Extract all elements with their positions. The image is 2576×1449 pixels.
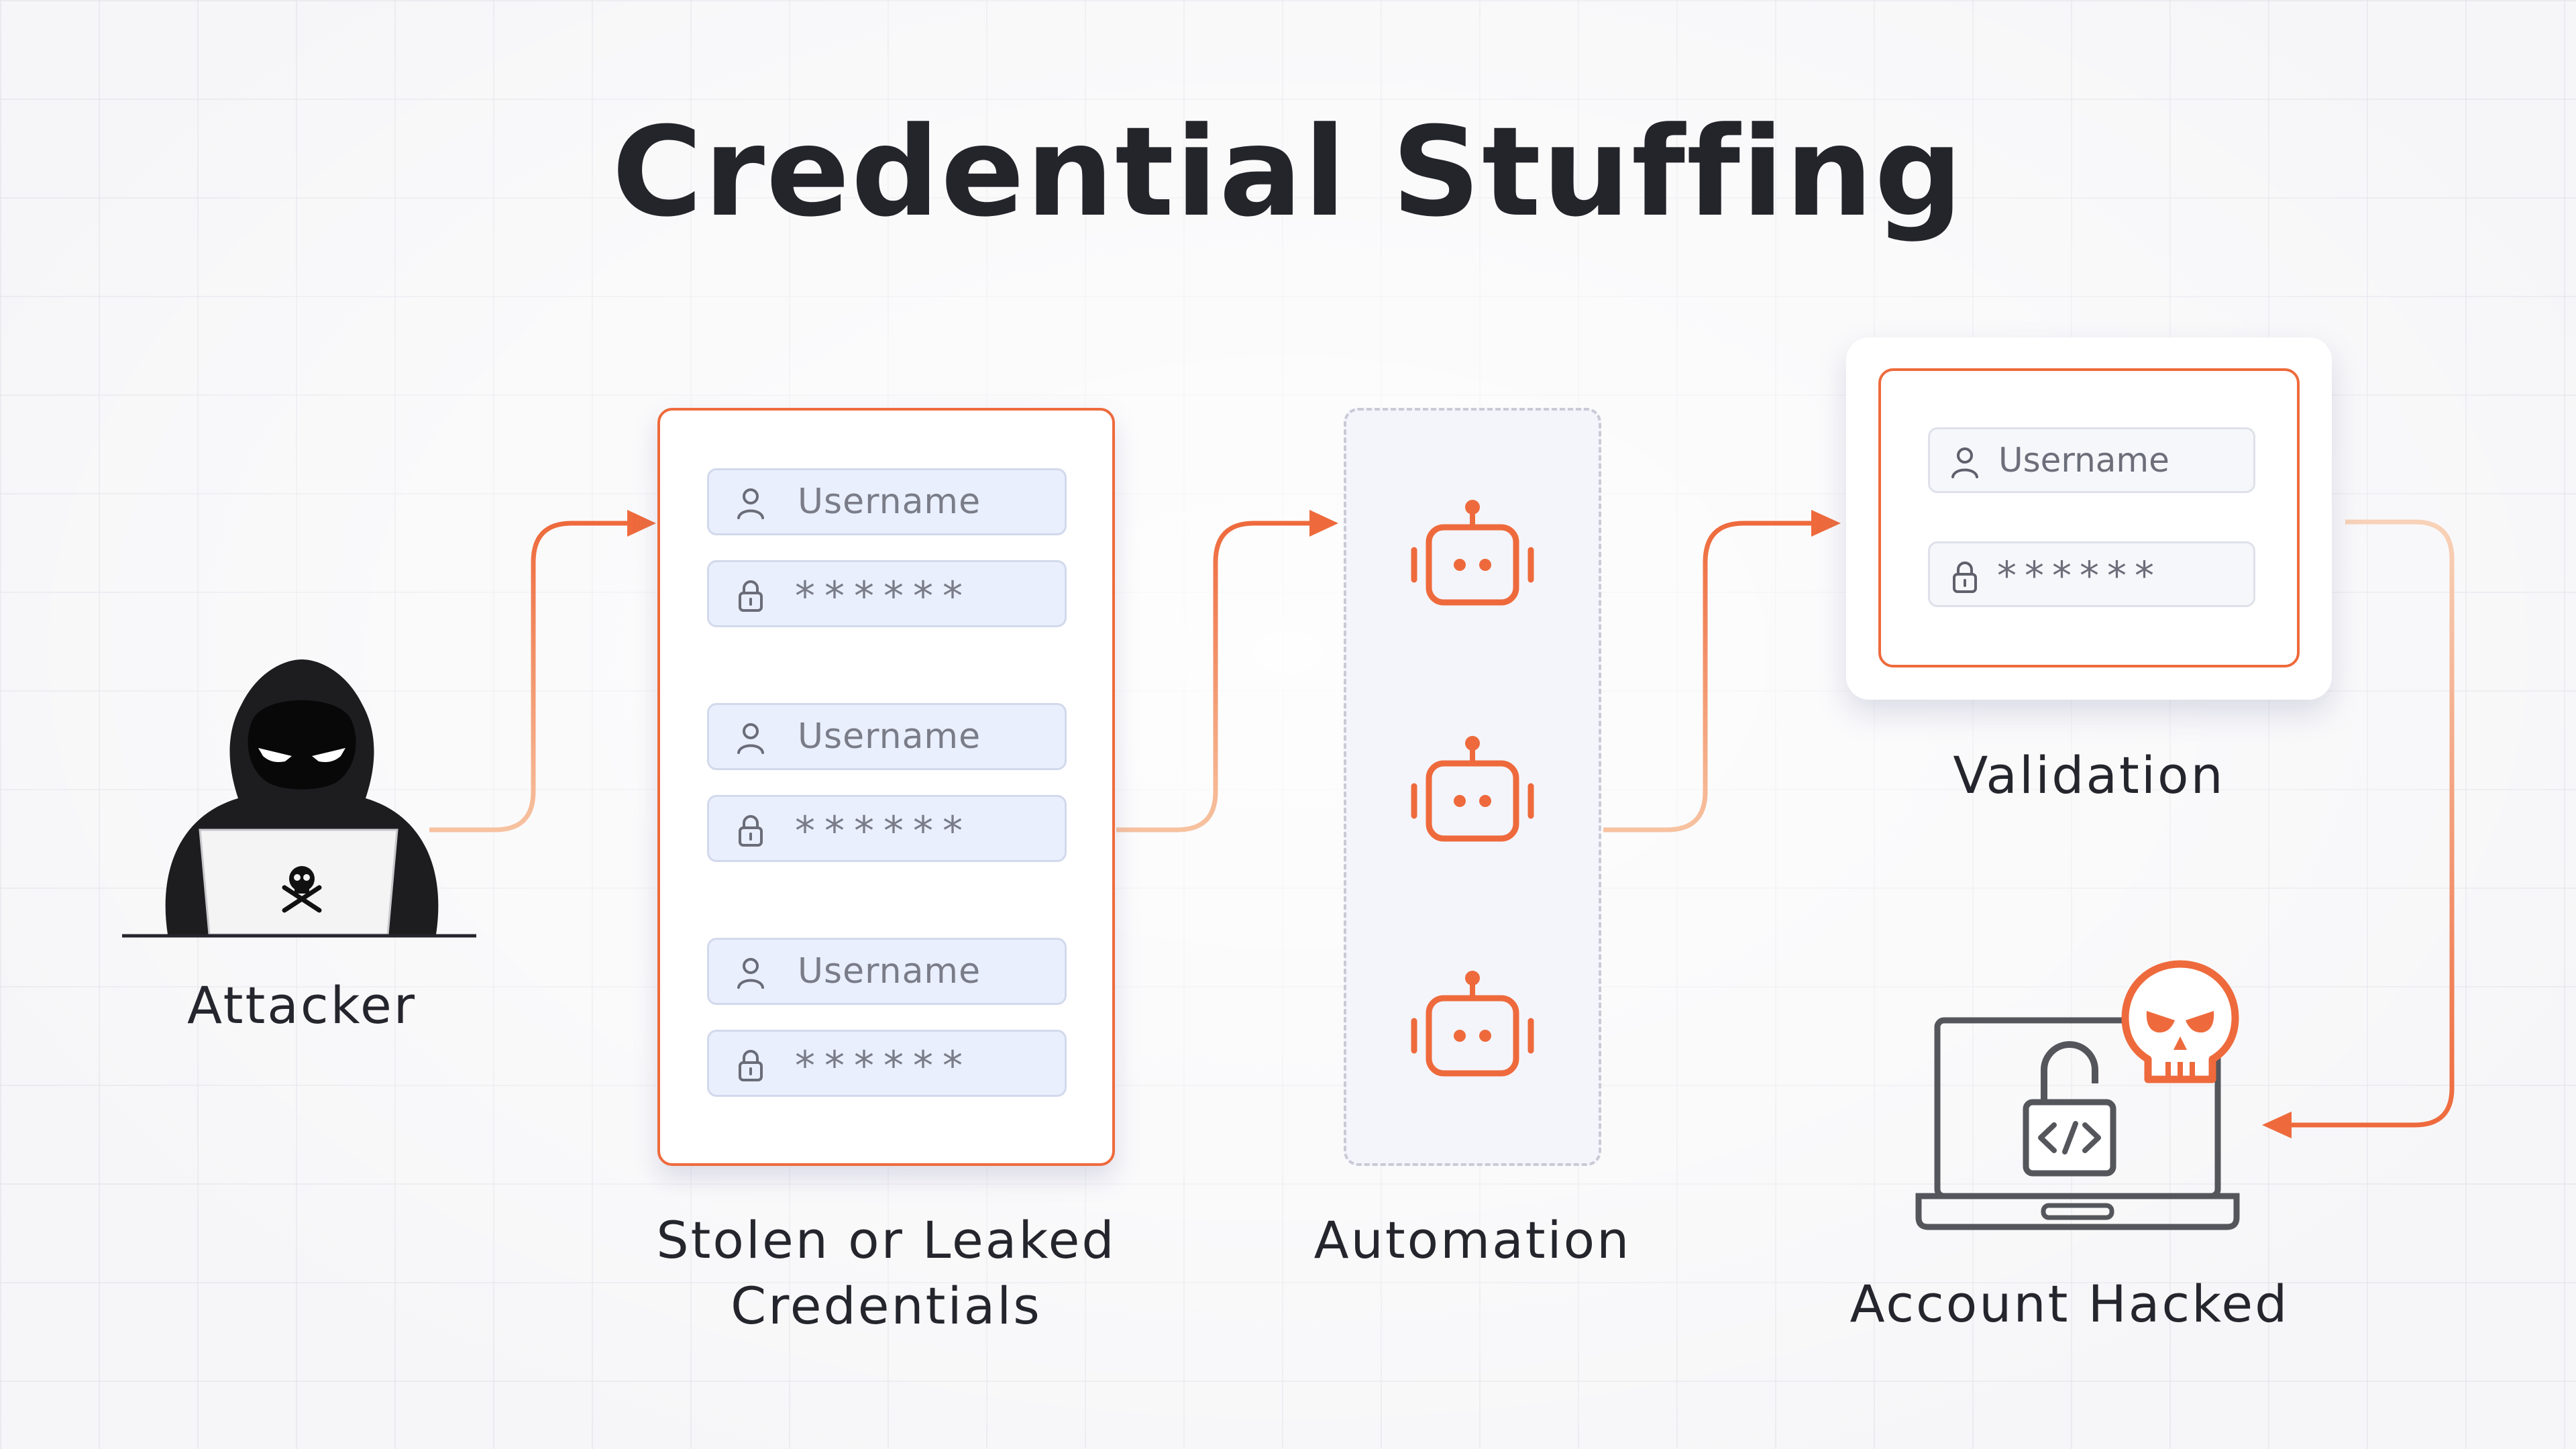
username-placeholder: Username (798, 716, 981, 757)
validation-username-field: Username (1928, 427, 2255, 493)
validation-login-form: Username ****** (1878, 368, 2300, 667)
laptop-icon (1915, 1017, 2240, 1230)
validation-username-placeholder: Username (1998, 441, 2169, 480)
user-icon (737, 488, 764, 519)
username-field: Username (707, 938, 1067, 1005)
robot-icon (1411, 500, 1534, 606)
label-stolen-credentials-line2: Credentials (731, 1276, 1042, 1336)
lock-icon (739, 580, 763, 612)
password-field: ****** (707, 560, 1067, 627)
arrow-validation-to-account-hacked (2262, 519, 2455, 1138)
validation-password-field: ****** (1928, 541, 2255, 607)
password-mask: ****** (795, 1042, 972, 1089)
password-field: ****** (707, 1030, 1067, 1097)
credentials-list-card: Username ****** Username ****** Username… (657, 408, 1115, 1166)
username-field: Username (707, 468, 1067, 535)
user-icon (1951, 447, 1978, 478)
automation-container (1344, 408, 1601, 1166)
password-mask: ****** (795, 573, 972, 620)
label-stolen-credentials: Stolen or Leaked Credentials (604, 1208, 1169, 1339)
label-stolen-credentials-line1: Stolen or Leaked (656, 1210, 1116, 1270)
arrow-automation-to-validation (1603, 510, 1841, 833)
label-automation: Automation (1313, 1210, 1631, 1270)
hooded-hacker-icon (122, 659, 476, 938)
validation-panel: Username ****** (1846, 337, 2332, 700)
arrow-attacker-to-credentials (429, 510, 656, 833)
lock-icon (1953, 561, 1977, 593)
robot-icon (1411, 971, 1534, 1077)
label-attacker: Attacker (187, 975, 417, 1035)
username-placeholder: Username (798, 951, 981, 991)
skull-icon (2121, 960, 2239, 1083)
robot-icon (1411, 736, 1534, 842)
label-account-hacked: Account Hacked (1849, 1274, 2290, 1334)
skull-crossbones-icon (282, 866, 322, 913)
lock-icon (739, 1050, 763, 1081)
validation-password-mask: ****** (1997, 553, 2162, 598)
code-lock-icon (2023, 1041, 2116, 1177)
hacked-laptop-illustration (1915, 960, 2240, 1230)
arrow-credentials-to-automation (1116, 510, 1338, 833)
username-field: Username (707, 703, 1067, 770)
username-placeholder: Username (798, 482, 981, 522)
diagram-title: Credential Stuffing (612, 101, 1964, 244)
label-validation: Validation (1953, 745, 2225, 805)
lock-icon (739, 815, 763, 847)
password-mask: ****** (795, 808, 972, 855)
user-icon (737, 723, 764, 754)
password-field: ****** (707, 795, 1067, 862)
user-icon (737, 958, 764, 989)
